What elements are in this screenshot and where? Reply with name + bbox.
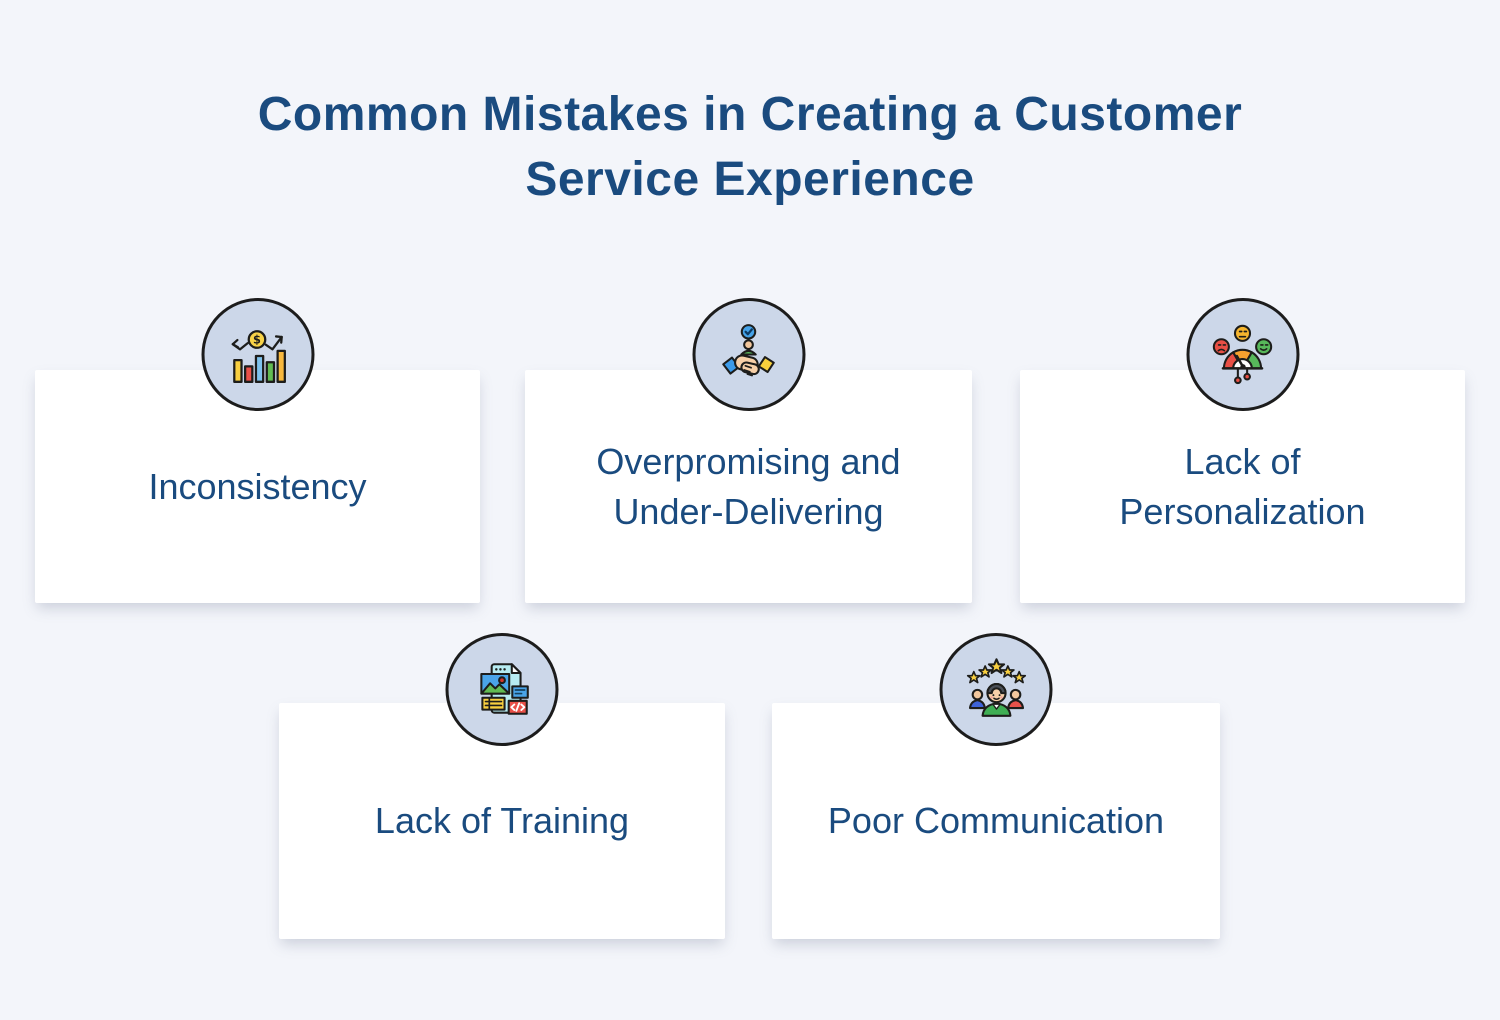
- icon-circle: [445, 633, 559, 746]
- svg-text:$: $: [253, 332, 261, 346]
- icon-circle: $: [201, 298, 314, 411]
- card-label: Overpromising and Under-Delivering: [596, 440, 901, 532]
- icon-circle: [939, 633, 1053, 746]
- customer-five-star-rating-icon: [966, 657, 1026, 717]
- card-label: Poor Communication: [827, 800, 1165, 842]
- satisfaction-gauge-faces-icon: [1212, 324, 1273, 384]
- icon-circle: [1186, 298, 1299, 411]
- page-title: Common Mistakes in Creating a Customer S…: [0, 82, 1500, 212]
- handshake-agreement-icon: [722, 323, 775, 376]
- card-label: Lack of Personalization: [1119, 440, 1366, 532]
- card-overpromising: Overpromising and Under-Delivering: [525, 298, 972, 603]
- card-poor-communication: Poor Communication: [772, 633, 1220, 939]
- card-lack-of-training: Lack of Training: [279, 633, 725, 939]
- card-inconsistency: $ Inconsistency: [35, 298, 480, 603]
- card-label: Inconsistency: [148, 465, 367, 507]
- training-content-document-icon: [479, 662, 529, 715]
- icon-circle: [692, 298, 805, 411]
- card-lack-of-personalization: Lack of Personalization: [1020, 298, 1465, 603]
- page-title-line-1: Common Mistakes in Creating a Customer: [257, 88, 1243, 141]
- money-trend-bar-chart-icon: $: [231, 329, 286, 383]
- card-label: Lack of Training: [374, 800, 630, 842]
- page-title-line-2: Service Experience: [525, 153, 975, 206]
